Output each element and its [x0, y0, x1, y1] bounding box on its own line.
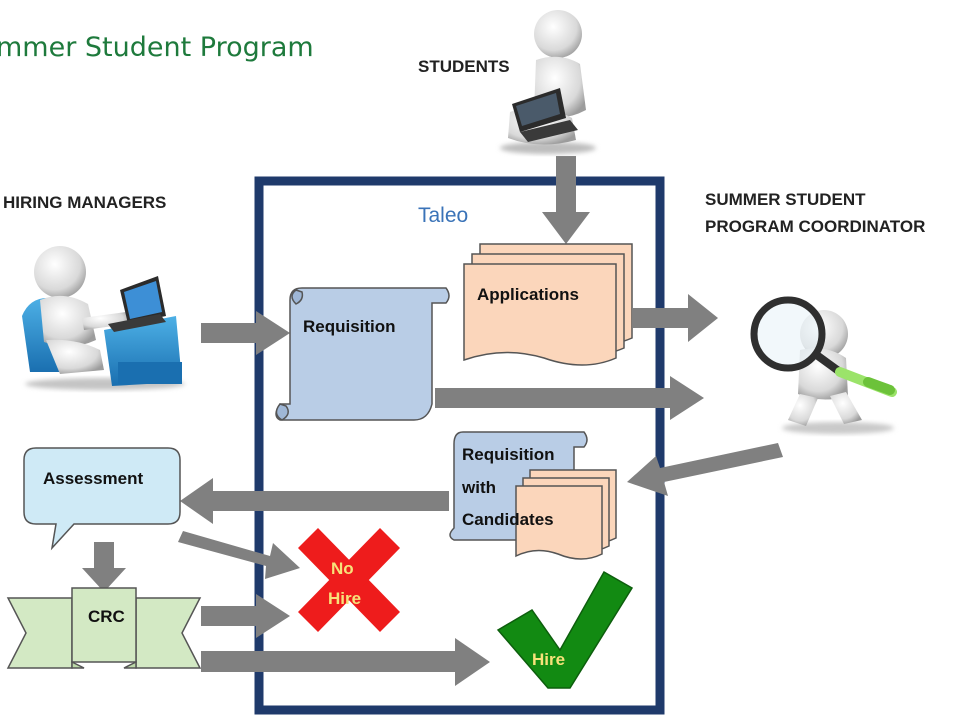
applications-label: Applications: [477, 285, 579, 304]
crc-label: CRC: [88, 607, 125, 626]
applications-stack: [463, 243, 633, 366]
hiring-managers-label: HIRING MANAGERS: [3, 193, 166, 212]
arrow-crc-to-no-hire: [201, 594, 290, 638]
magnifying-glass-figure-icon: [750, 296, 897, 434]
assessment-bubble: [23, 447, 181, 551]
arrow-managers-to-requisition: [201, 311, 290, 355]
req-candidates-label-line1: Requisition: [462, 445, 555, 464]
coordinator-label-line1: SUMMER STUDENT: [705, 190, 866, 209]
arrow-students-to-applications: [542, 156, 590, 244]
assessment-label: Assessment: [43, 469, 144, 488]
arrow-crc-to-hire: [201, 638, 490, 686]
arrow-coordinator-to-candidates: [627, 443, 783, 496]
requisition-scroll: [275, 287, 450, 421]
arrow-candidates-to-assessment: [180, 478, 449, 524]
arrow-assessment-to-no-hire: [178, 531, 300, 579]
student-laptop-figure-icon: [500, 10, 596, 154]
page-title: mmer Student Program: [0, 32, 314, 63]
req-candidates-label-line2: with: [461, 478, 496, 497]
req-candidates-group: [449, 431, 617, 560]
crc-ribbon: [6, 587, 202, 669]
no-hire-label-line2: Hire: [328, 589, 361, 608]
arrow-applications-to-coordinator: [633, 294, 718, 342]
requisition-label: Requisition: [303, 317, 396, 336]
no-hire-label-line1: No: [331, 559, 354, 578]
manager-at-desk-figure-icon: [22, 246, 185, 390]
coordinator-label-line2: PROGRAM COORDINATOR: [705, 217, 925, 236]
green-checkmark-icon: [496, 570, 634, 689]
taleo-frame: [254, 176, 665, 715]
arrow-assessment-to-crc: [82, 542, 126, 592]
hire-label: Hire: [532, 650, 565, 669]
arrows: [82, 156, 783, 686]
req-candidates-label-line3: Candidates: [462, 510, 554, 529]
arrow-requisition-to-coordinator: [435, 376, 704, 420]
students-label: STUDENTS: [418, 57, 510, 76]
red-x-icon: [298, 528, 400, 632]
taleo-label: Taleo: [418, 204, 468, 227]
